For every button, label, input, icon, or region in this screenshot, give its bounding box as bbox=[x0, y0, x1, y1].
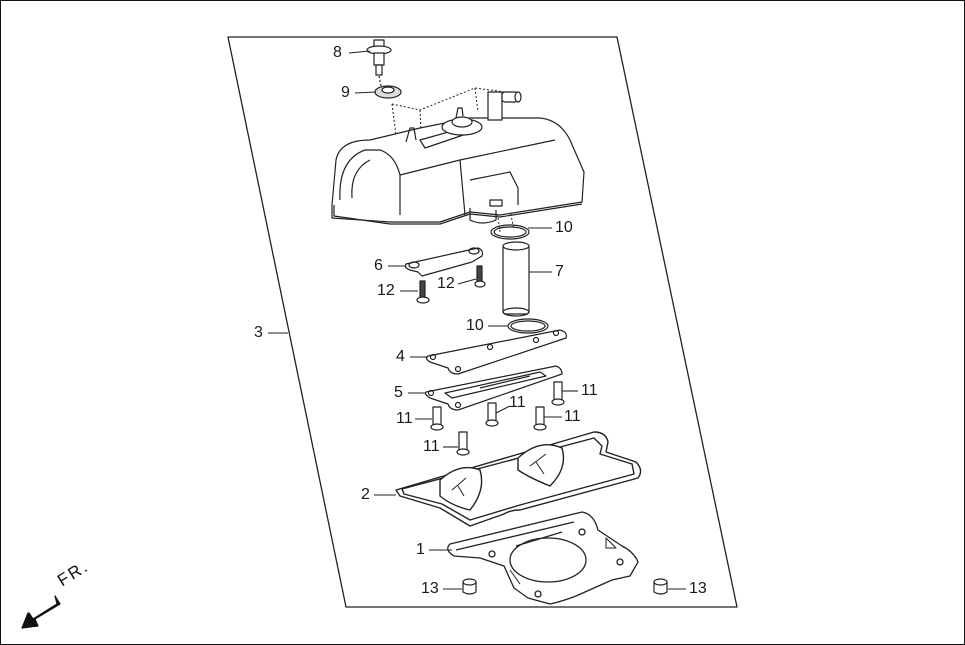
callout-11-e: 11 bbox=[423, 438, 440, 455]
bolt-part-11-a bbox=[551, 381, 565, 406]
assembly-boundary bbox=[227, 36, 738, 608]
callout-5: 5 bbox=[394, 384, 403, 401]
callout-12-b: 12 bbox=[437, 275, 455, 292]
bolt-part-8 bbox=[366, 39, 392, 87]
callout-13-b: 13 bbox=[689, 580, 707, 597]
callout-10-lower: 10 bbox=[466, 317, 484, 334]
callout-9: 9 bbox=[341, 84, 350, 101]
callout-11-d: 11 bbox=[564, 408, 581, 425]
dowel-pin-part-13-a bbox=[462, 578, 477, 595]
screw-part-12-a bbox=[416, 280, 430, 304]
callout-3: 3 bbox=[254, 324, 263, 341]
plate-part-5 bbox=[424, 365, 563, 411]
o-ring-part-10-lower bbox=[507, 318, 549, 334]
gasket-part-4 bbox=[425, 329, 567, 375]
plate-part-6 bbox=[404, 247, 484, 277]
callout-11-b: 11 bbox=[396, 410, 413, 427]
tube-part-7 bbox=[502, 241, 530, 317]
callout-11-a: 11 bbox=[581, 382, 598, 399]
screw-part-12-b bbox=[474, 265, 486, 288]
cylinder-head-cover bbox=[331, 91, 585, 225]
dowel-pin-part-13-b bbox=[653, 578, 668, 595]
gasket-part-2 bbox=[395, 431, 642, 527]
callout-8: 8 bbox=[333, 44, 342, 61]
bolt-part-11-d bbox=[533, 406, 547, 431]
washer-part-9 bbox=[374, 85, 402, 99]
callout-1: 1 bbox=[416, 541, 425, 558]
callout-10-upper: 10 bbox=[555, 219, 573, 236]
callout-11-c: 11 bbox=[509, 394, 526, 411]
callout-2: 2 bbox=[361, 486, 370, 503]
leader-lines bbox=[268, 50, 686, 590]
front-direction-arrow-icon bbox=[21, 595, 61, 629]
bolt-part-11-c bbox=[485, 402, 499, 427]
callout-7: 7 bbox=[555, 263, 564, 280]
callout-13-a: 13 bbox=[421, 580, 439, 597]
o-ring-part-10-upper bbox=[490, 224, 530, 240]
callout-4: 4 bbox=[396, 348, 405, 365]
bolt-part-11-b bbox=[430, 406, 444, 431]
callout-12-a: 12 bbox=[377, 282, 395, 299]
callout-6: 6 bbox=[374, 257, 383, 274]
bolt-part-11-e bbox=[456, 431, 470, 456]
gasket-part-1 bbox=[447, 511, 639, 605]
